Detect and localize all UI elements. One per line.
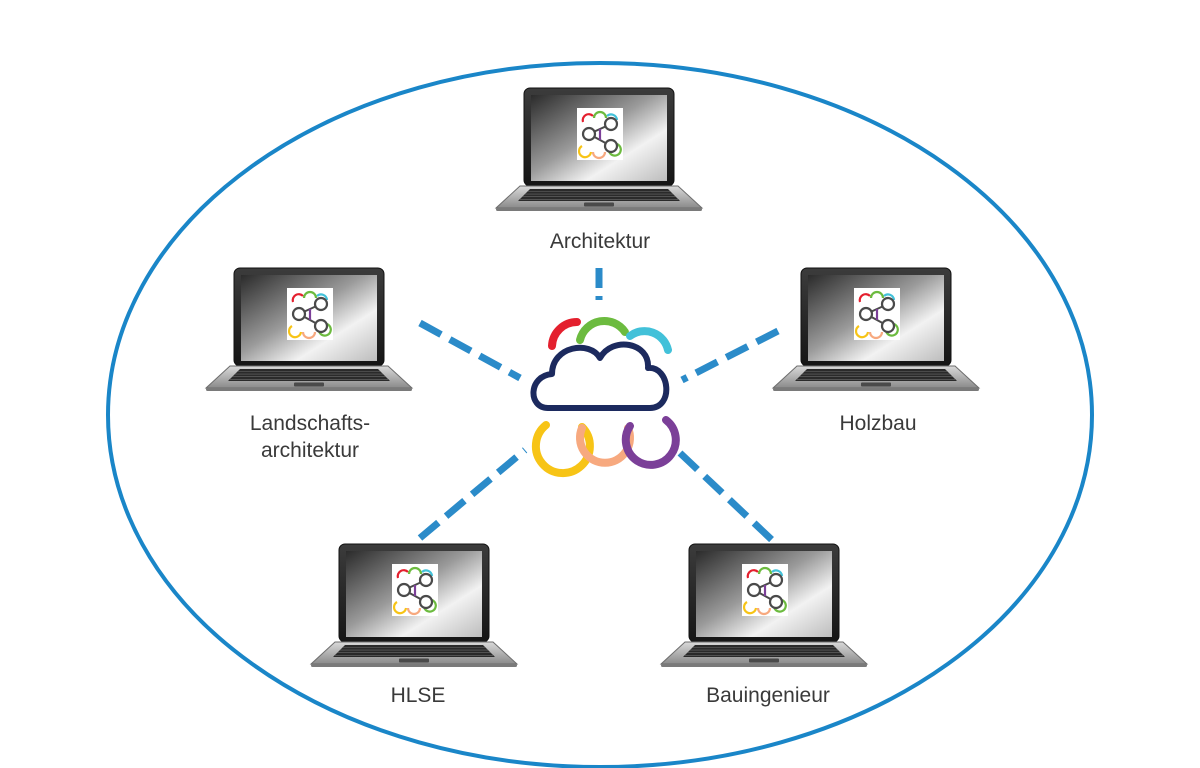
laptop-icon xyxy=(659,543,869,667)
connector-holzbau xyxy=(680,327,780,384)
central-cloud-hub xyxy=(530,316,680,478)
cloud-icon xyxy=(530,341,670,411)
node-label-architektur: Architektur xyxy=(549,230,651,253)
laptop-keyboard xyxy=(228,369,390,381)
node-label-holzbau: Holzbau xyxy=(839,412,917,435)
hub-arc-cyan xyxy=(626,327,672,354)
laptop-keyboard xyxy=(518,189,680,201)
hub-arc-purple xyxy=(621,416,680,469)
hub-arc-red xyxy=(548,317,581,350)
network-logo-icon xyxy=(854,288,900,340)
laptop-icon xyxy=(204,267,414,391)
laptop-touchpad xyxy=(584,202,614,207)
node-label-landschaftsarchitektur: Landschafts- architektur xyxy=(249,412,371,462)
laptop-keyboard xyxy=(795,369,957,381)
laptop-touchpad xyxy=(749,658,779,663)
laptop-icon xyxy=(771,267,981,391)
network-logo-icon xyxy=(392,564,438,616)
network-logo-icon xyxy=(742,564,788,616)
network-logo-icon xyxy=(577,108,623,160)
hub-arc-green xyxy=(576,316,629,344)
network-boundary-ring xyxy=(106,61,1094,768)
connector-hlse xyxy=(417,447,528,541)
laptop-icon xyxy=(309,543,519,667)
connector-lines xyxy=(417,268,780,543)
laptop-touchpad xyxy=(294,382,324,387)
laptop-touchpad xyxy=(861,382,891,387)
laptop-keyboard xyxy=(683,645,845,657)
hub-arc-yellow xyxy=(531,421,594,478)
connector-bauingenieur xyxy=(677,450,775,543)
connector-landschaftsarchitektur xyxy=(418,319,522,382)
node-label-bauingenieur: Bauingenieur xyxy=(706,684,830,707)
laptop-keyboard xyxy=(333,645,495,657)
node-label-hlse: HLSE xyxy=(390,684,446,707)
network-logo-icon xyxy=(287,288,333,340)
laptop-touchpad xyxy=(399,658,429,663)
laptop-icon xyxy=(494,87,704,211)
